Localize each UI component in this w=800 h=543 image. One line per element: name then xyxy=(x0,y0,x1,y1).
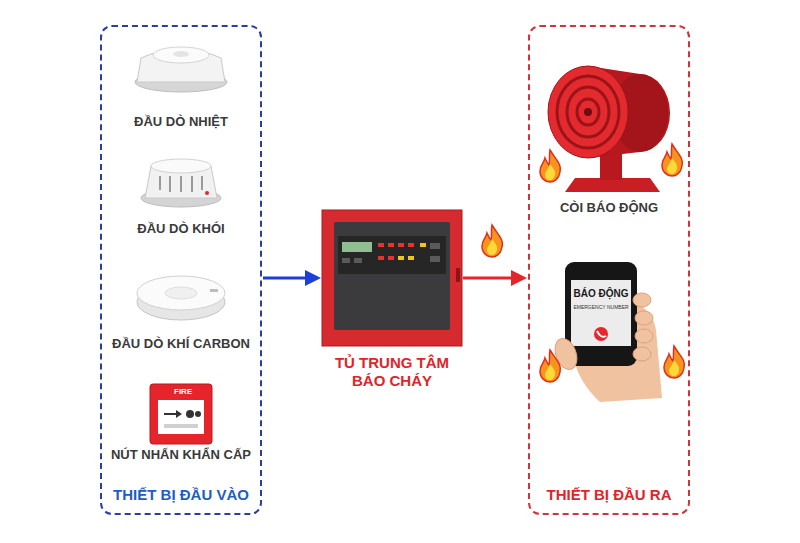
phone-screen: BÁO ĐỘNG EMERGENCY NUMBER xyxy=(571,280,631,346)
alarm-siren xyxy=(548,66,670,192)
smoke-detector xyxy=(141,159,221,207)
device-label: NÚT NHẤN KHẨN CẤP xyxy=(102,446,260,464)
control-panel-box: TỦ TRUNG TÂM BÁO CHÁY xyxy=(322,210,462,346)
device-name: ĐẦU DÒ KHÓI xyxy=(102,220,260,238)
group-title: THIẾT BỊ ĐẦU VÀO xyxy=(102,486,260,504)
arrow-head xyxy=(305,270,321,286)
device-label: ĐẦU DÒ KHÍ CARBON xyxy=(102,335,260,353)
phone-in-hand xyxy=(551,262,662,402)
connector-arrow xyxy=(263,270,321,286)
screen-content: BÁO ĐỘNG EMERGENCY NUMBER xyxy=(571,280,631,311)
output-group: THIẾT BỊ ĐẦU RA CÒI BÁO ĐỘNG BÁO ĐỘNG EMERG… xyxy=(528,25,690,515)
connector-line xyxy=(263,277,308,280)
arrow-head xyxy=(511,270,527,286)
device-label: CÒI BÁO ĐỘNG xyxy=(530,199,688,217)
device-name: ĐẦU DÒ NHIỆT xyxy=(102,113,260,131)
control-panel xyxy=(322,210,462,346)
group-title: THIẾT BỊ ĐẦU RA xyxy=(530,486,688,504)
carbon-detector xyxy=(137,276,225,320)
flame-icons xyxy=(482,144,684,382)
heat-detector xyxy=(135,47,227,92)
device-name: ĐẦU DÒ KHÍ CARBON xyxy=(102,335,260,353)
device-label: ĐẦU DÒ KHÓI xyxy=(102,220,260,238)
fire-tag: FIRE xyxy=(174,387,192,397)
device-name: CÒI BÁO ĐỘNG xyxy=(530,199,688,217)
device-name: NÚT NHẤN KHẨN CẤP xyxy=(102,446,260,464)
panel-title: TỦ TRUNG TÂM BÁO CHÁY xyxy=(322,354,462,390)
screen-subtext: EMERGENCY NUMBER xyxy=(571,303,631,311)
connector-arrow xyxy=(463,270,527,286)
input-group: THIẾT BỊ ĐẦU VÀO ĐẦU DÒ NHIỆT ĐẦU DÒ KHÓI Đ… xyxy=(100,25,262,515)
device-label: ĐẦU DÒ NHIỆT xyxy=(102,113,260,131)
manual-call-point xyxy=(150,384,212,444)
connector-line xyxy=(463,277,514,280)
screen-heading: BÁO ĐỘNG xyxy=(571,288,631,300)
